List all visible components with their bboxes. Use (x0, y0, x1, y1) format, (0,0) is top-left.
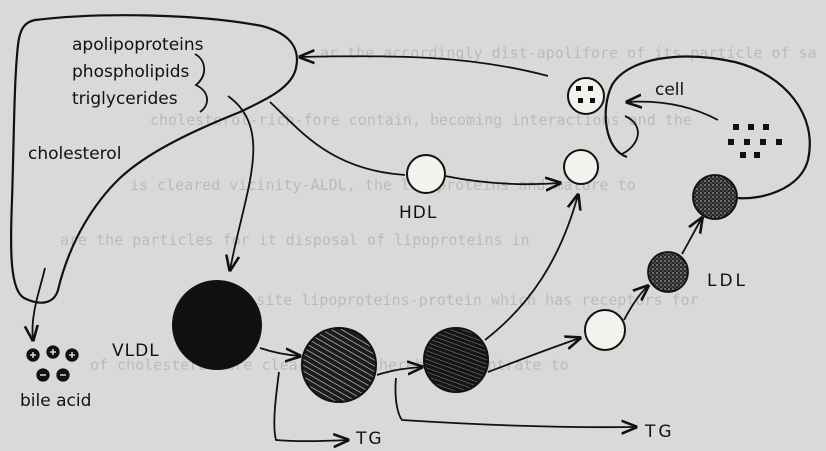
background-text-line: is cleared vicinity-ALDL, the lipoprotei… (130, 176, 636, 194)
label-apolipoproteins: apolipoproteins (72, 35, 204, 55)
label-cholesterol: cholesterol (28, 144, 122, 164)
hdl-particle (406, 154, 446, 194)
bracket-curve (194, 53, 208, 113)
arrow-ldl-to-bound (681, 218, 702, 255)
arrow-vldl-to-remnant-1 (259, 347, 300, 356)
arrow-hdl-to-cell (444, 175, 560, 184)
label-ldl: LDL (707, 271, 749, 291)
receptor-cluster (728, 124, 782, 158)
label-tg-1: TG (356, 429, 384, 449)
label-cell: cell (655, 80, 685, 100)
vldl-remnant-2 (423, 327, 489, 393)
label-tg-2: TG (645, 422, 675, 442)
arrow-cell-to-liver (300, 56, 549, 77)
bile-acid-plus (30, 349, 75, 376)
vldl-particle (172, 280, 262, 370)
background-text-line: cholesterol-rich-fore contain, becoming … (150, 111, 692, 129)
arrow-liver-to-bile-acid (32, 267, 46, 340)
liver-outline (9, 14, 298, 304)
background-text-line: ar the accordingly dist-apolifore of its… (320, 44, 817, 62)
ldl-particle (647, 251, 689, 293)
cell-outline (604, 55, 811, 200)
arrow-membrane-loop (621, 115, 639, 155)
label-triglycerides: triglycerides (72, 89, 178, 109)
arrow-light-to-ldl (623, 286, 648, 321)
arrow-cell-uptake (627, 102, 719, 121)
arrow-triglycerides-to-vldl (228, 95, 255, 270)
receptor-vesicle (567, 77, 605, 115)
hdl-particle-membrane (563, 149, 599, 185)
label-phospholipids: phospholipids (72, 62, 190, 82)
arrow-remnant-to-tg (394, 377, 636, 427)
idl-particle-light (584, 309, 626, 351)
vldl-remnant-1 (301, 327, 377, 403)
arrow-remnant-2-to-cell (484, 195, 578, 341)
arrow-liver-to-hdl-path (269, 101, 406, 176)
receptor-dots (576, 86, 595, 103)
background-text-line: the site lipoproteins-protein which has … (220, 291, 699, 309)
background-text-line: are the particles for it disposal of lip… (60, 231, 530, 249)
label-bile-acid: bile acid (20, 391, 92, 411)
arrow-remnant-1-to-tg (273, 371, 348, 441)
label-hdl: HDL (399, 203, 438, 223)
label-vldl: VLDL (112, 341, 160, 361)
ldl-particle-bound (692, 174, 738, 220)
arrow-remnant-1-to-remnant-2 (376, 367, 422, 376)
arrow-remnant-2-to-light (487, 338, 580, 373)
